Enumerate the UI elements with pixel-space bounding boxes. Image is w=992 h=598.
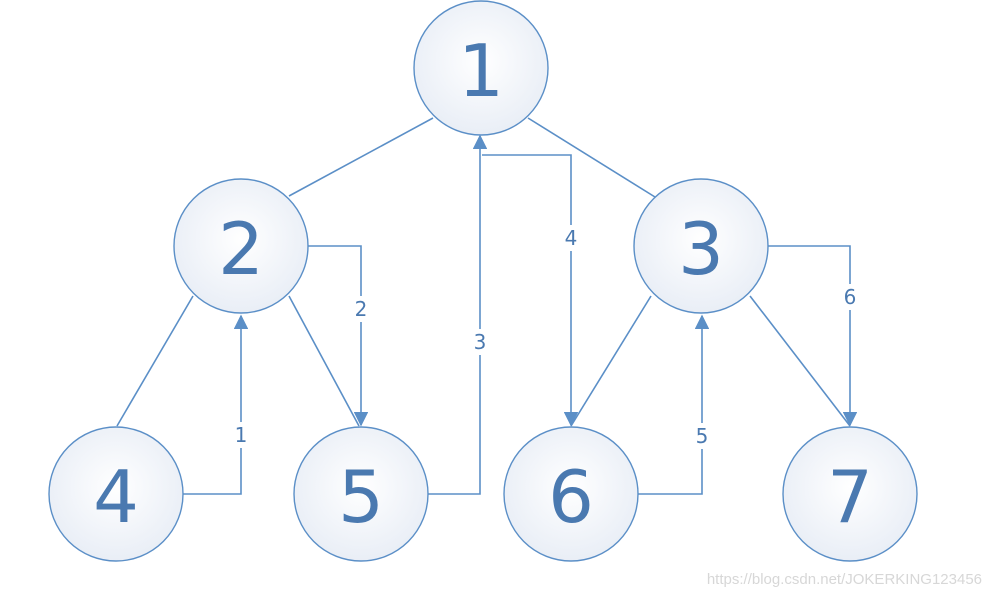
node-6-label: 6 xyxy=(548,455,594,539)
node-1: 1 xyxy=(413,0,549,136)
arrow-labels: 1 2 3 4 5 6 xyxy=(231,225,860,449)
arrow-label-1: 1 xyxy=(235,423,248,447)
node-1-label: 1 xyxy=(458,29,504,113)
node-4: 4 xyxy=(48,426,184,562)
nodes: 1 2 3 4 5 6 7 xyxy=(48,0,918,562)
arrow-5-1 xyxy=(428,134,488,495)
node-7-label: 7 xyxy=(827,455,873,539)
node-6: 6 xyxy=(503,426,639,562)
arrow-label-4: 4 xyxy=(565,226,578,250)
node-4-label: 4 xyxy=(93,455,139,539)
arrow-3-7 xyxy=(768,245,858,427)
arrow-label-5: 5 xyxy=(696,424,709,448)
node-5-label: 5 xyxy=(338,455,384,539)
node-3-label: 3 xyxy=(678,207,724,291)
traversal-arrows xyxy=(183,134,858,495)
edge-1-2 xyxy=(288,117,434,197)
edge-3-6 xyxy=(570,295,652,427)
edge-3-7 xyxy=(749,295,851,427)
arrow-label-6: 6 xyxy=(844,285,857,309)
edge-1-3 xyxy=(527,117,656,198)
arrow-1-6 xyxy=(482,154,579,427)
arrow-label-3: 3 xyxy=(474,330,487,354)
tree-edges xyxy=(116,117,851,427)
node-7: 7 xyxy=(782,426,918,562)
arrow-6-3 xyxy=(638,314,710,495)
edge-2-5 xyxy=(288,295,360,427)
arrow-4-2 xyxy=(183,314,249,495)
node-5: 5 xyxy=(293,426,429,562)
node-2: 2 xyxy=(173,178,309,314)
arrow-label-2: 2 xyxy=(355,297,368,321)
watermark: https://blog.csdn.net/JOKERKING123456 xyxy=(707,571,982,588)
node-2-label: 2 xyxy=(218,207,264,291)
node-3: 3 xyxy=(633,178,769,314)
arrow-2-5 xyxy=(308,245,369,427)
edge-2-4 xyxy=(116,295,194,427)
